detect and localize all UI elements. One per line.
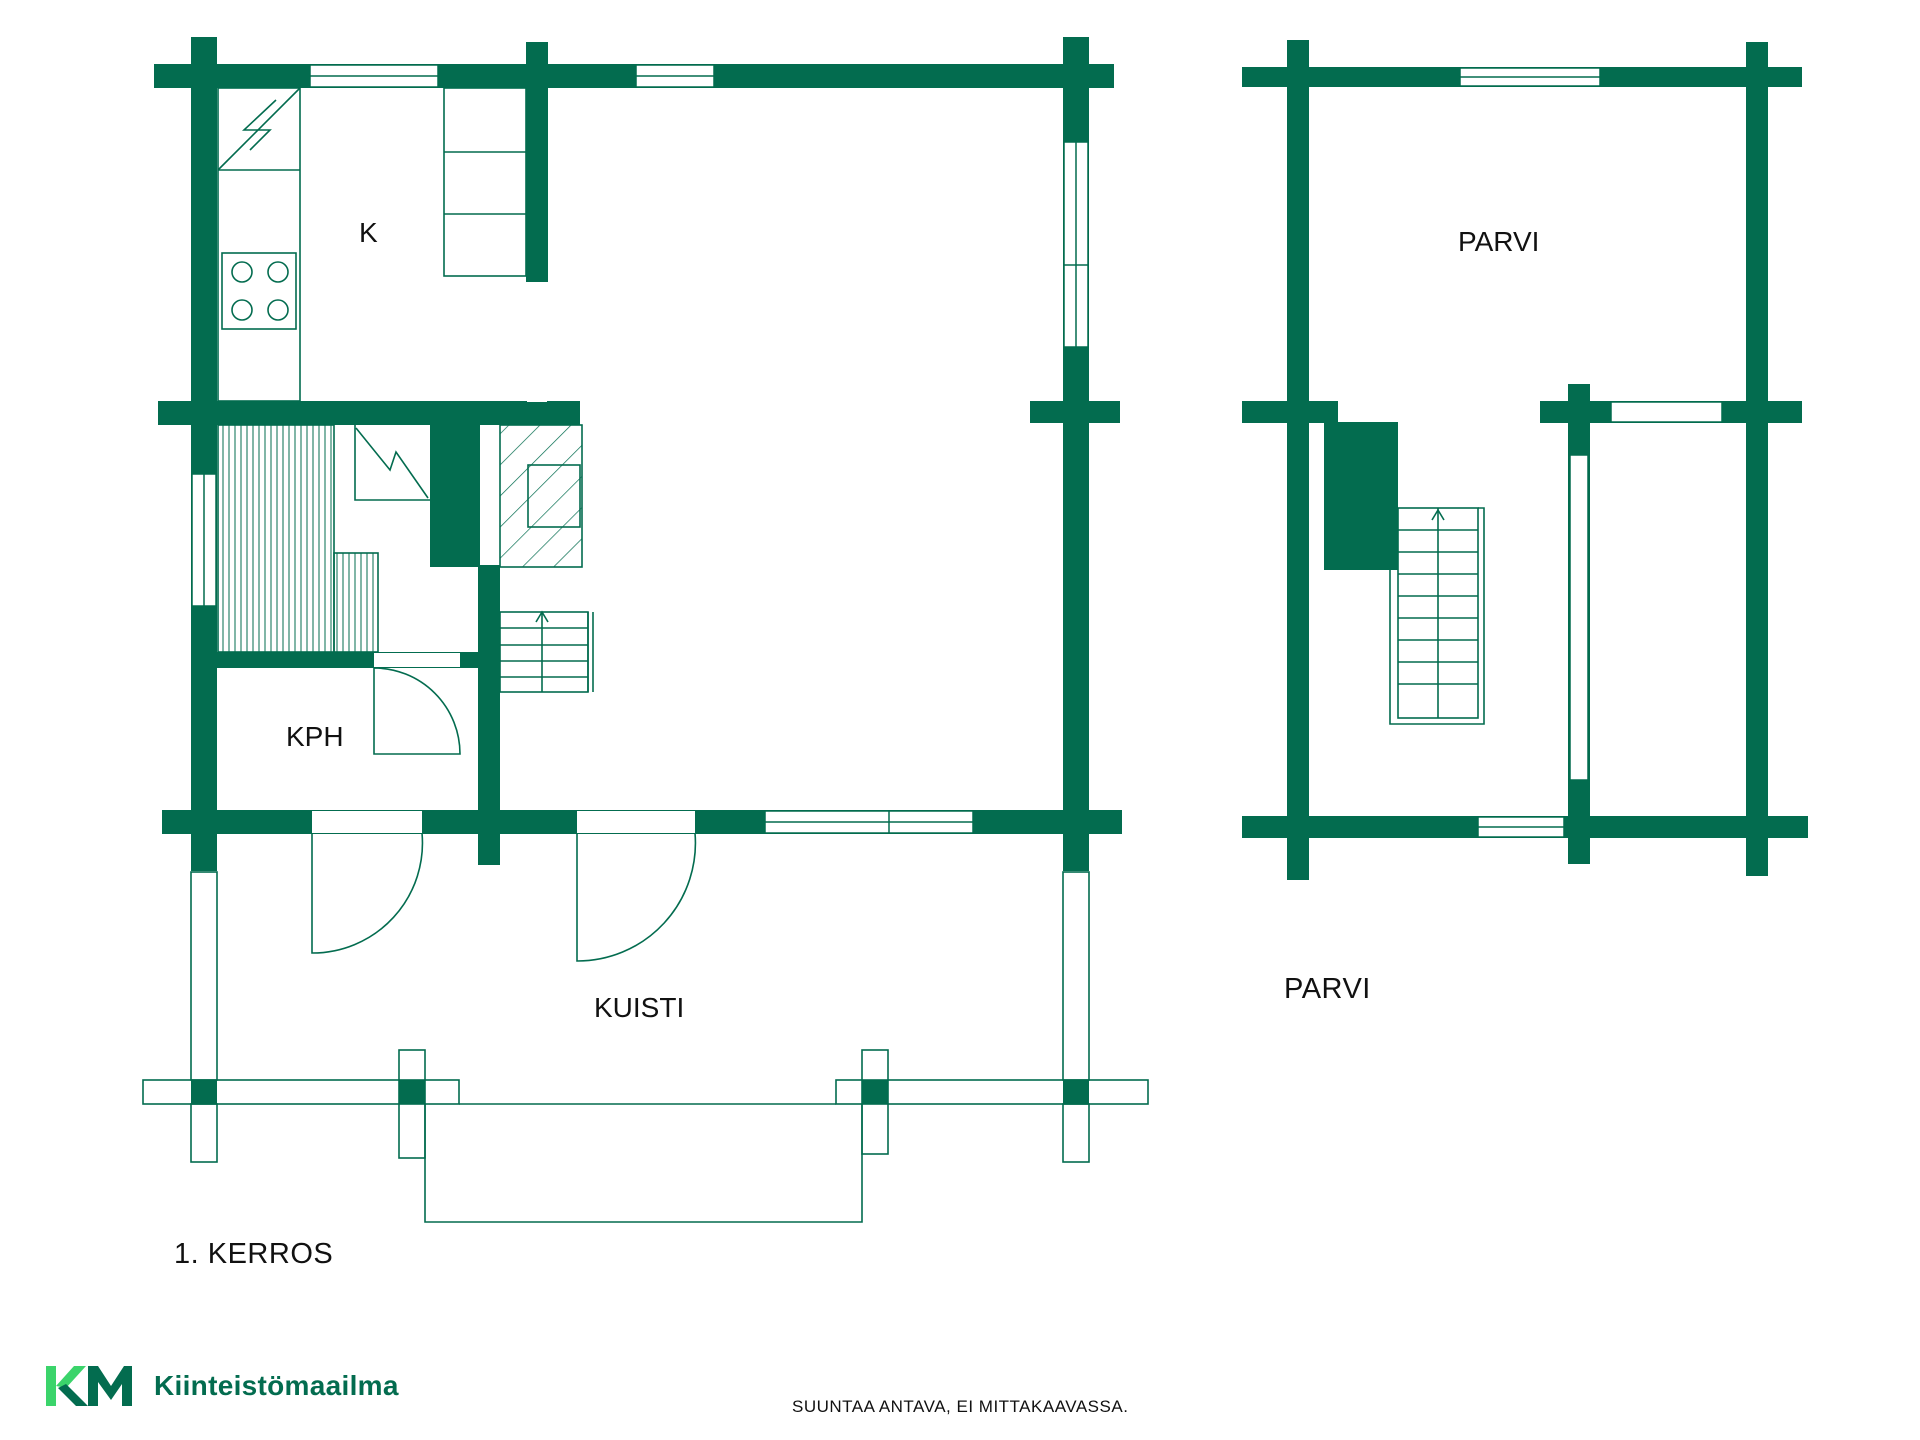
- kitchen-door-gap: [527, 282, 547, 402]
- sauna-stove-symbol: [354, 425, 430, 501]
- floor-label-loft: PARVI: [1284, 973, 1371, 1005]
- room-label-bathroom: KPH: [286, 721, 344, 752]
- stairs-arrow: [535, 610, 549, 623]
- porch-post: [399, 1080, 425, 1104]
- stairs: [499, 611, 589, 693]
- porch-rail: [1062, 871, 1090, 1081]
- wall-mid-left: [158, 401, 580, 425]
- door-opening: [577, 811, 695, 833]
- bath-door-swing: [373, 667, 461, 755]
- wall-top: [154, 64, 1114, 88]
- scale-disclaimer: SUUNTAA ANTAVA, EI MITTAKAAVASSA.: [792, 1397, 1129, 1416]
- porch-post: [1063, 1080, 1089, 1104]
- kitchen-cabinets: [443, 87, 527, 277]
- stove-icon: [221, 252, 297, 330]
- porch-beam: [835, 1079, 1149, 1105]
- room-label-porch: KUISTI: [594, 992, 685, 1023]
- wall-sauna-core: [430, 425, 480, 567]
- loft-plan: [1242, 40, 1808, 880]
- room-label-loft: PARVI: [1458, 226, 1540, 257]
- sauna-bench: [217, 424, 335, 653]
- porch-door-swing: [576, 832, 697, 962]
- wall-kitchen-partition: [526, 42, 548, 282]
- brand-logo: Kiinteistömaailma: [44, 1362, 399, 1410]
- porch-steps: [424, 1104, 863, 1223]
- entrance-door-swing: [311, 832, 424, 954]
- door-opening: [374, 653, 460, 667]
- loft-stairs-arrow: [1431, 508, 1445, 521]
- wall-left: [191, 37, 217, 871]
- loft-openings: [1459, 67, 1723, 838]
- porch-post: [862, 1080, 888, 1104]
- window: [1610, 401, 1723, 423]
- sauna-bench: [333, 552, 379, 653]
- km-logo-icon: [46, 1366, 132, 1406]
- first-floor-openings: [191, 64, 1089, 834]
- first-floor-fixtures: [142, 87, 1149, 1223]
- loft-chimney: [1324, 422, 1398, 570]
- loft-wall-right: [1746, 42, 1768, 876]
- wall-bath-right: [478, 565, 500, 865]
- loft-wall-left: [1287, 40, 1309, 880]
- porch-beam: [142, 1079, 460, 1105]
- loft-stairs: [1389, 507, 1485, 725]
- kitchen-counter-left: [217, 87, 301, 402]
- porch-post: [191, 1080, 217, 1104]
- porch-rail: [190, 871, 218, 1081]
- loft-rail: [1569, 454, 1589, 781]
- floor-label-first: 1. KERROS: [174, 1238, 334, 1270]
- wall-mid-right: [1030, 401, 1120, 423]
- room-label-kitchen: K: [359, 217, 378, 248]
- door-opening: [312, 811, 422, 833]
- fridge-symbol: [217, 87, 301, 171]
- brand-name: Kiinteistömaailma: [154, 1370, 399, 1401]
- fireplace: [499, 424, 583, 568]
